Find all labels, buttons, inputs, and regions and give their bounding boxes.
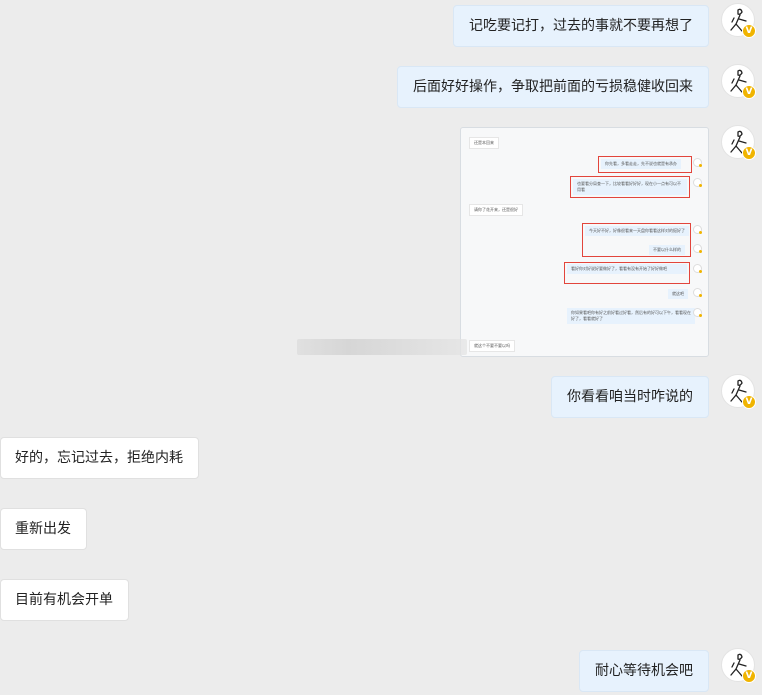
user-avatar[interactable]: V [721,125,756,160]
image-text: 就这个不要不要以吗 [469,340,515,352]
chat-image-screenshot[interactable]: 还是本回来 你先看，多看走走，先不说也就是有承办 也要看分局查一下，比较看看好好… [460,127,709,357]
mini-avatar-icon [693,288,702,297]
verified-badge-icon: V [742,146,756,160]
verified-badge-icon: V [742,395,756,409]
mini-avatar-icon [693,178,702,187]
blurred-caption [297,339,467,355]
chat-bubble-other[interactable]: 目前有机会开单 [0,579,129,621]
mini-avatar-icon [693,225,702,234]
chat-bubble-mine[interactable]: 你看看咱当时咋说的 [551,376,709,418]
figure-sketch-icon [730,8,747,32]
image-text: 也要看分局查一下，比较看看好好好，现在小一点有可以不用看 [573,179,687,195]
image-text: 就这吧 [668,289,688,299]
user-avatar[interactable]: V [721,64,756,99]
highlight-box [564,262,690,284]
image-text: 还是本回来 [469,137,499,149]
highlight-box [570,176,690,198]
image-text: 看好你对好说好要做好了，看看有没有开始了好好做吧 [567,264,687,274]
figure-sketch-icon [730,379,747,403]
highlight-box [582,223,691,257]
figure-sketch-icon [730,130,747,154]
user-avatar[interactable]: V [721,648,756,683]
mini-avatar-icon [693,308,702,317]
image-text: 你先看，多看走走，先不说也就是有承办 [601,159,681,169]
chat-bubble-other[interactable]: 重新出发 [0,508,87,550]
user-avatar[interactable]: V [721,374,756,409]
image-text: 你如果看吧你有好之前好看过好看，然后有的好可以下午，看看现在好了，看看就好了 [567,308,695,324]
chat-bubble-mine[interactable]: 后面好好操作，争取把前面的亏损稳健收回来 [397,66,709,108]
image-text: 不要以什么样的 [649,245,685,255]
figure-sketch-icon [730,69,747,93]
chat-bubble-mine[interactable]: 记吃要记打，过去的事就不要再想了 [453,5,709,47]
verified-badge-icon: V [742,24,756,38]
mini-avatar-icon [693,158,702,167]
verified-badge-icon: V [742,669,756,683]
mini-avatar-icon [693,264,702,273]
image-text: 请你了花开来，还是很好 [469,204,523,216]
image-text: 今天好不好，好像很看来一天盘你看看这样对的挺好了 [585,226,689,236]
chat-bubble-other[interactable]: 好的，忘记过去，拒绝内耗 [0,437,199,479]
verified-badge-icon: V [742,85,756,99]
chat-bubble-mine[interactable]: 耐心等待机会吧 [579,650,709,692]
highlight-box [598,156,692,173]
mini-avatar-icon [693,244,702,253]
user-avatar[interactable]: V [721,3,756,38]
figure-sketch-icon [730,653,747,677]
